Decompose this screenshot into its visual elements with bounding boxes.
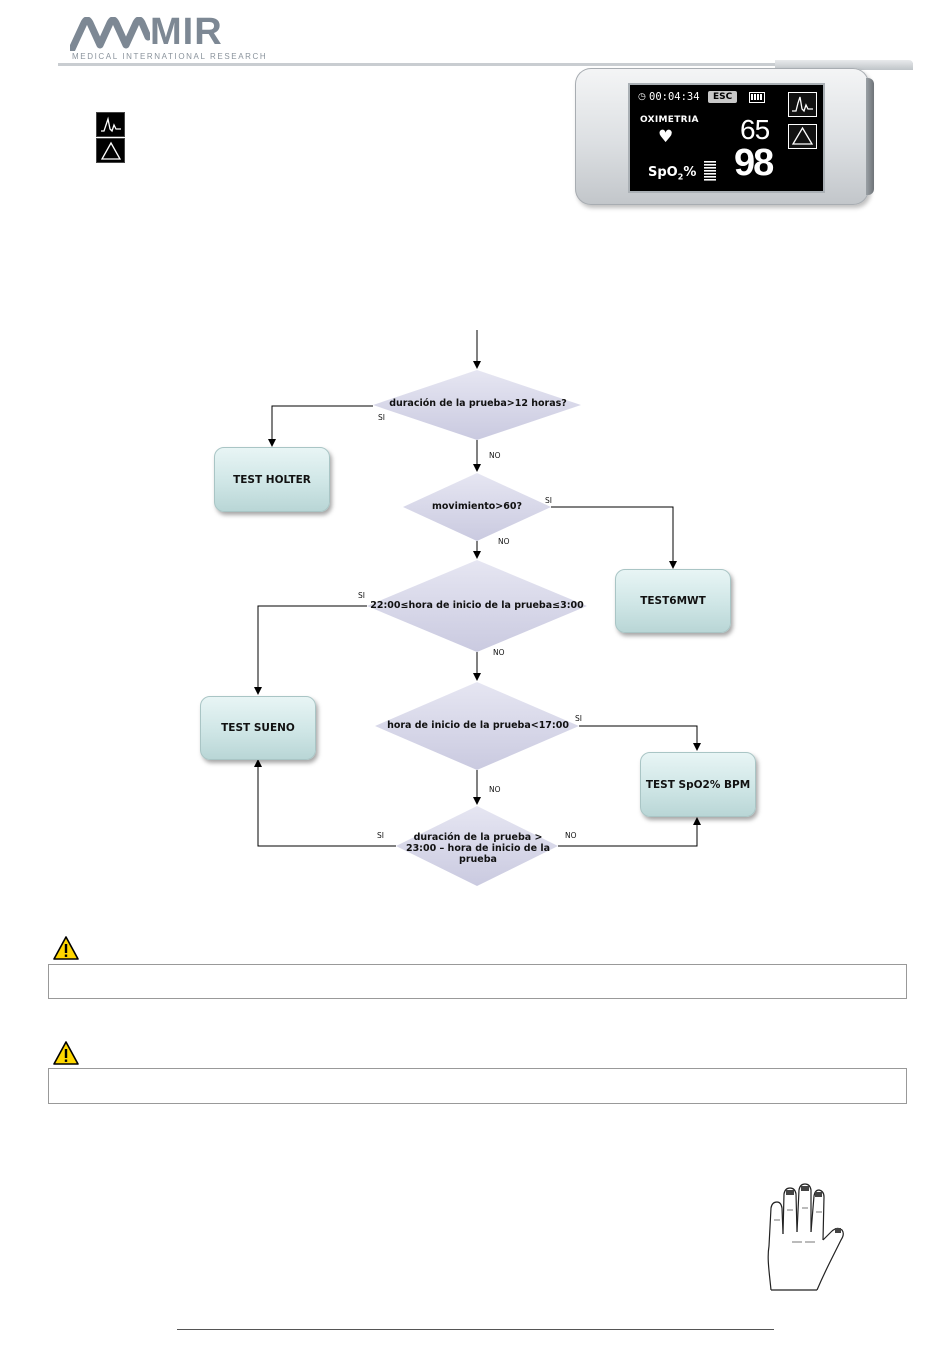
- connector-d3-yes: [258, 606, 367, 694]
- decision-2-text: movimiento>60?: [415, 501, 539, 512]
- label-d5-no: NO: [565, 831, 577, 840]
- decision-5-line-1: duración de la prueba >: [403, 832, 553, 843]
- decision-4-text: hora de inicio de la prueba<17:00: [384, 720, 572, 731]
- connector-d2-yes: [551, 507, 673, 568]
- decision-3-text: 22:00≤hora de inicio de la prueba≤3:00: [370, 600, 584, 611]
- decision-5-line-2: 23:00 – hora de inicio de la: [403, 843, 553, 854]
- outcome-test-spo2-bpm: TEST SpO2% BPM: [640, 752, 756, 817]
- outcome-test-sueno: TEST SUENO: [200, 696, 316, 760]
- hand-with-sensor-icon: [757, 1180, 857, 1292]
- connector-d4-yes: [579, 726, 697, 750]
- warning-triangle-icon: [52, 1040, 80, 1066]
- connector-d5-no: [558, 818, 697, 846]
- outcome-test-6mwt: TEST6MWT: [615, 569, 731, 633]
- footer-rule: [177, 1329, 774, 1330]
- label-d2-no: NO: [498, 537, 510, 546]
- decision-5-line-3: prueba: [403, 854, 553, 865]
- decision-5-text: duración de la prueba > 23:00 – hora de …: [403, 832, 553, 865]
- label-d1-no: NO: [489, 451, 501, 460]
- warning-box-2: [48, 1068, 907, 1104]
- outcome-test-holter: TEST HOLTER: [214, 447, 330, 512]
- warning-triangle-icon: [52, 935, 80, 961]
- decision-1-text: duración de la prueba>12 horas?: [383, 398, 573, 409]
- label-d1-yes: SI: [378, 413, 385, 422]
- label-d2-yes: SI: [545, 496, 552, 505]
- label-d3-yes: SI: [358, 591, 365, 600]
- connector-d5-yes: [258, 760, 396, 846]
- label-d4-no: NO: [489, 785, 501, 794]
- label-d4-yes: SI: [575, 714, 582, 723]
- label-d3-no: NO: [493, 648, 505, 657]
- label-d5-yes: SI: [377, 831, 384, 840]
- connector-d1-yes: [272, 406, 373, 446]
- warning-box-1: [48, 964, 907, 999]
